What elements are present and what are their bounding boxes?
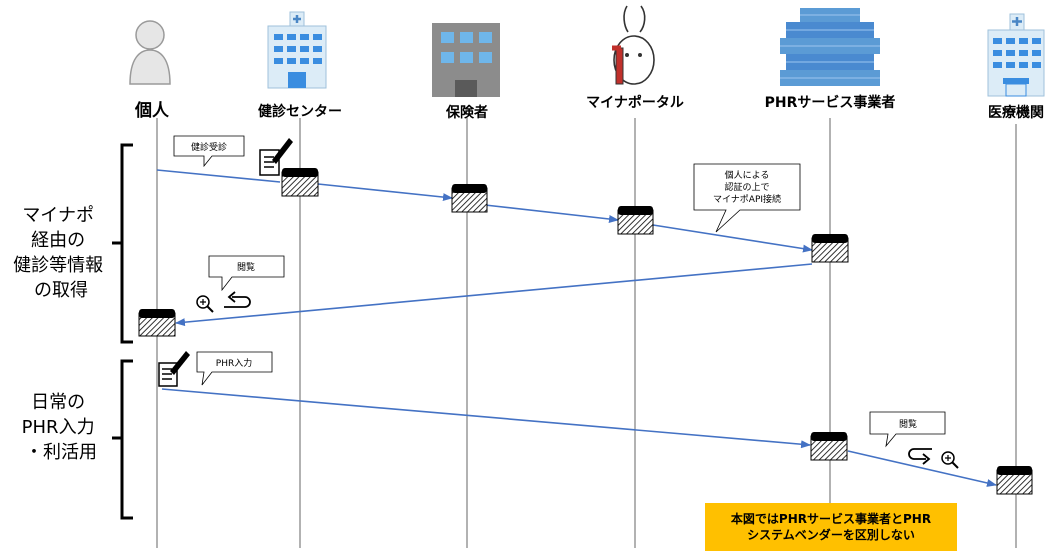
section-label-bottom-line3: ・利活用 [25,442,97,463]
data-cylinder-mynaportal [617,206,654,235]
document-pencil-icon [158,351,190,387]
bubble-etsuran-2-text: 閲覧 [899,418,917,430]
arrow-phr-to-kojin [175,263,813,327]
section-label-top-line1: マイナポ [22,205,94,226]
actor-label-kenshin-center: 健診センター [258,103,342,120]
data-cylinder-kojin [138,309,176,337]
data-cylinder-hokensha [451,184,488,213]
person-icon [129,20,171,85]
flow-arrows [156,169,997,487]
arrow-mynaportal-to-phr [652,224,813,253]
bubble-phr-input: PHR入力 [196,351,273,386]
bubble-auth-line2: 認証の上で [724,181,769,193]
bubble-auth-line1: 個人による [725,169,770,181]
actor-label-phr-provider: PHRサービス事業者 [765,94,896,111]
section-label-top-line3: 健診等情報 [13,255,103,276]
data-cylinder-iryo-kikan [996,466,1033,495]
bubble-kenshin-jushin-text: 健診受診 [191,141,227,153]
magnifier-plus-icon [941,451,959,469]
section-label-top-line4: の取得 [34,280,88,301]
note-line1: 本図ではPHRサービス事業者とPHR [730,512,932,526]
brace-bottom [112,359,133,520]
document-pencil-icon [259,138,293,176]
actor-label-kojin: 個人 [134,100,170,121]
insurer-building-icon [432,23,500,97]
health-center-building-icon [267,11,327,89]
return-arrow-icon [224,291,251,308]
brace-top [112,143,133,344]
data-cylinder-phr-top [811,234,849,263]
bubble-etsuran-1-text: 閲覧 [237,261,255,273]
section-label-bottom: 日常の PHR入力 ・利活用 [22,392,101,463]
arrow-kojin-to-phr [161,388,811,449]
mynaportal-rabbit-mascot-icon [612,5,655,85]
bubble-kenshin-jushin: 健診受診 [173,135,245,168]
arrow-phr-to-iryo-kikan [847,450,997,487]
hospital-building-icon [987,13,1045,97]
arrow-kenshin-to-hokensha [317,183,453,202]
actor-label-mynaportal: マイナポータル [586,94,684,111]
bubble-etsuran-2: 閲覧 [869,411,946,448]
data-cylinder-phr-bottom [810,432,848,461]
arrow-kojin-to-kenshin [156,169,281,183]
section-label-top-line2: 経由の [31,230,85,251]
phr-provider-building-icon [780,8,880,86]
section-label-bottom-line2: PHR入力 [22,417,95,438]
bubble-etsuran-1: 閲覧 [208,255,285,292]
data-cylinder-kenshin [281,168,319,197]
actor-label-hokensha: 保険者 [445,104,488,121]
magnifier-plus-icon [196,295,214,313]
bubble-auth: 個人による 認証の上で マイナポAPI接続 [693,163,801,233]
return-arrow-icon [908,448,932,465]
section-label-bottom-line1: 日常の [31,392,85,413]
bubble-phr-input-text: PHR入力 [216,357,252,369]
section-label-top: マイナポ 経由の 健診等情報 の取得 [13,205,109,301]
bubble-auth-line3: マイナポAPI接続 [713,193,781,205]
actor-label-iryo-kikan: 医療機関 [988,104,1044,121]
note-box: 本図ではPHRサービス事業者とPHR システムベンダーを区別しない [705,503,957,551]
note-line2: システムベンダーを区別しない [747,528,915,542]
arrow-hokensha-to-mynaportal [484,204,619,223]
